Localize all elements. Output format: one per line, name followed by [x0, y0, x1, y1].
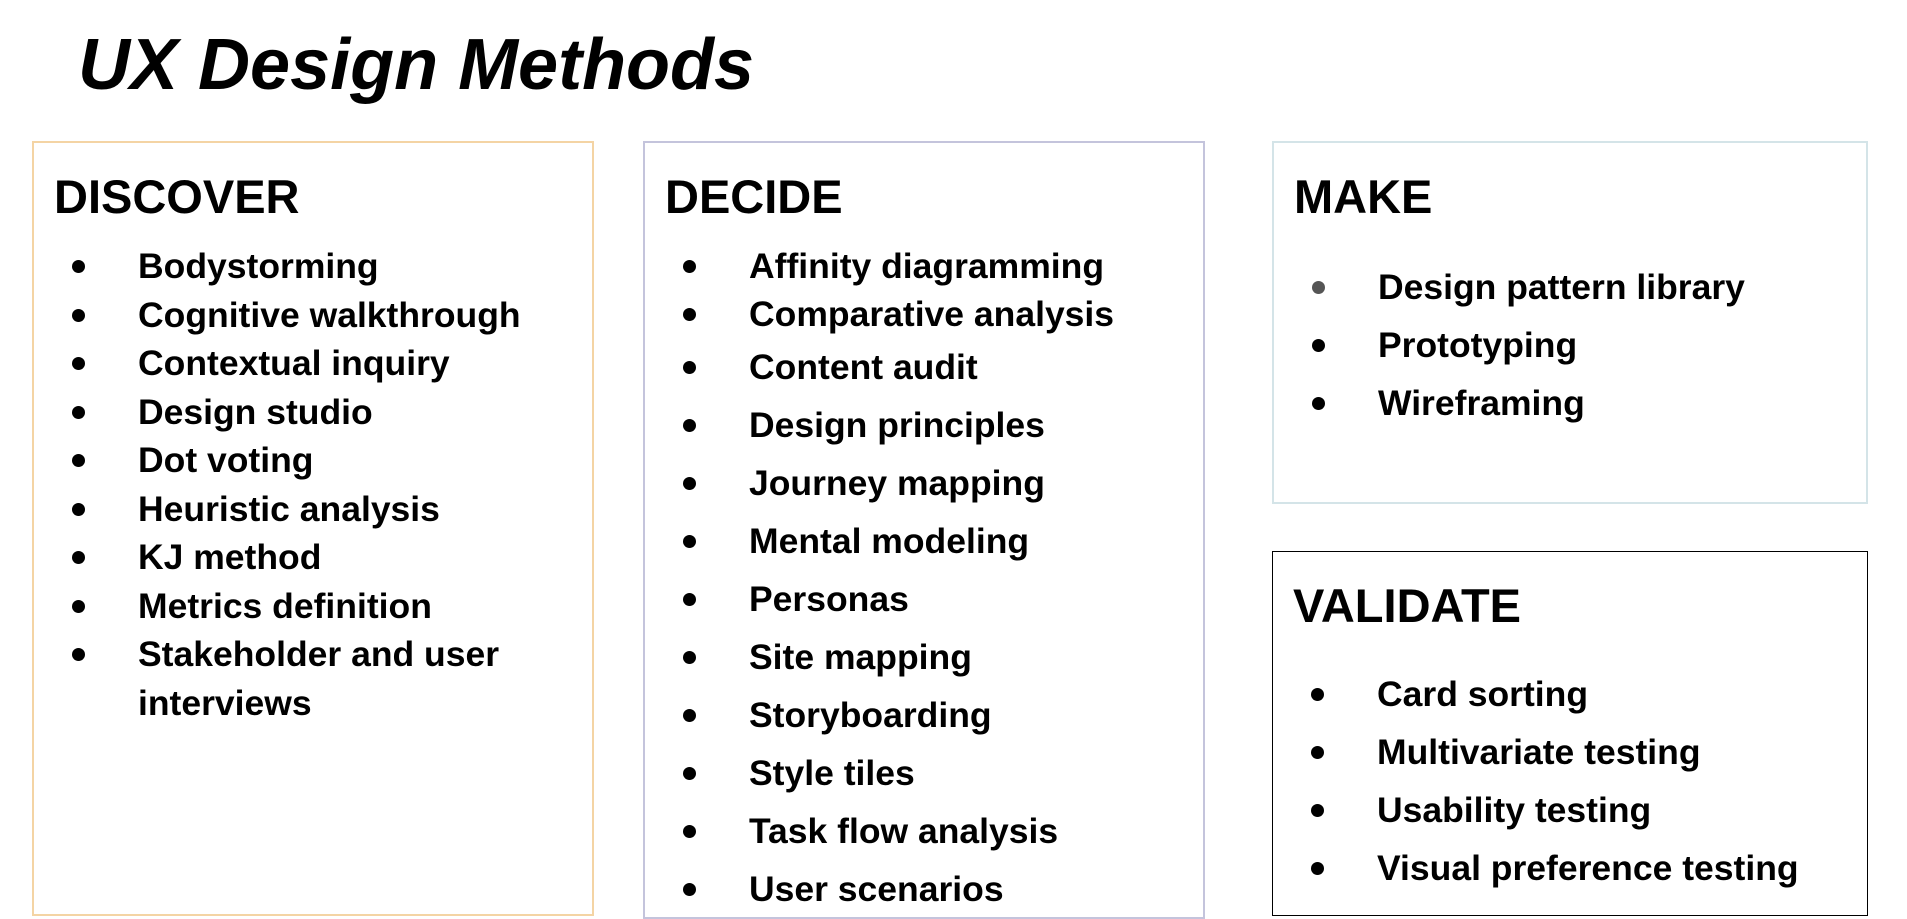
bullet-icon	[683, 308, 696, 321]
decide-method-list: Affinity diagramming Comparative analysi…	[645, 242, 1203, 918]
discover-card: DISCOVER Bodystorming Cognitive walkthro…	[32, 141, 594, 916]
bullet-icon	[1312, 281, 1325, 294]
bullet-icon	[1312, 339, 1325, 352]
validate-heading: VALIDATE	[1293, 579, 1522, 632]
method-label: Multivariate testing	[1377, 732, 1701, 772]
method-label: Style tiles	[749, 753, 915, 793]
list-item: Affinity diagramming	[645, 242, 1203, 290]
bullet-icon	[683, 361, 696, 374]
method-label: Bodystorming	[138, 246, 379, 286]
method-label: Cognitive walkthrough	[138, 294, 521, 335]
discover-method-list: Bodystorming Cognitive walkthrough Conte…	[34, 242, 592, 727]
bullet-icon	[72, 551, 85, 565]
method-label: Usability testing	[1377, 790, 1652, 830]
bullet-icon	[72, 454, 85, 468]
make-method-list: Design pattern library Prototyping Wiref…	[1274, 258, 1866, 432]
method-label: Affinity diagramming	[749, 246, 1105, 286]
list-item: Site mapping	[645, 628, 1203, 686]
make-card: MAKE Design pattern library Prototyping …	[1272, 141, 1868, 504]
bullet-icon	[72, 260, 85, 274]
list-item: Journey mapping	[645, 454, 1203, 512]
bullet-icon	[1311, 746, 1324, 759]
list-item: Stakeholder and user interviews	[34, 630, 592, 727]
bullet-icon	[1311, 688, 1324, 701]
bullet-icon	[72, 502, 85, 516]
method-label: Visual preference testing	[1377, 848, 1799, 888]
method-label: Design pattern library	[1378, 267, 1745, 307]
bullet-icon	[72, 357, 85, 371]
bullet-icon	[683, 651, 696, 664]
method-label: Journey mapping	[749, 463, 1045, 503]
method-label: Card sorting	[1377, 674, 1589, 714]
list-item: User scenarios	[645, 860, 1203, 918]
method-label: Task flow analysis	[749, 811, 1059, 851]
list-item: Wireframing	[1274, 374, 1866, 432]
bullet-icon	[683, 767, 696, 780]
method-label: Design principles	[749, 405, 1045, 445]
list-item: Metrics definition	[34, 582, 592, 631]
discover-heading: DISCOVER	[54, 170, 300, 223]
validate-card: VALIDATE Card sorting Multivariate testi…	[1272, 551, 1868, 916]
list-item: Card sorting	[1273, 665, 1867, 723]
bullet-icon	[1311, 804, 1324, 817]
bullet-icon	[1311, 862, 1324, 875]
page-title: UX Design Methods	[78, 25, 755, 105]
method-label: Design studio	[138, 391, 373, 432]
bullet-icon	[72, 648, 85, 661]
list-item: KJ method	[34, 533, 592, 582]
list-item: Design principles	[645, 396, 1203, 454]
list-item: Storyboarding	[645, 686, 1203, 744]
list-item: Contextual inquiry	[34, 339, 592, 388]
method-label: KJ method	[138, 537, 322, 577]
method-label: Prototyping	[1378, 325, 1578, 365]
list-item: Task flow analysis	[645, 802, 1203, 860]
method-label: Storyboarding	[749, 695, 992, 735]
bullet-icon	[683, 260, 696, 273]
bullet-icon	[683, 477, 696, 490]
bullet-icon	[1312, 397, 1325, 410]
method-label: User scenarios	[749, 869, 1004, 909]
decide-card: DECIDE Affinity diagramming Comparative …	[643, 141, 1205, 919]
list-item: Usability testing	[1273, 781, 1867, 839]
method-label: Content audit	[749, 347, 978, 387]
bullet-icon	[72, 599, 85, 613]
list-item: Multivariate testing	[1273, 723, 1867, 781]
list-item: Prototyping	[1274, 316, 1866, 374]
bullet-icon	[683, 419, 696, 432]
list-item: Bodystorming	[34, 242, 592, 291]
bullet-icon	[683, 593, 696, 606]
bullet-icon	[683, 883, 696, 896]
list-item: Comparative analysis	[645, 290, 1203, 338]
list-item: Style tiles	[645, 744, 1203, 802]
bullet-icon	[683, 709, 696, 722]
make-heading: MAKE	[1294, 170, 1433, 223]
list-item: Heuristic analysis	[34, 485, 592, 534]
decide-heading: DECIDE	[665, 170, 843, 223]
method-label: Wireframing	[1378, 383, 1585, 423]
method-label: Stakeholder and user interviews	[138, 634, 500, 723]
list-item: Visual preference testing	[1273, 839, 1867, 897]
validate-method-list: Card sorting Multivariate testing Usabil…	[1273, 665, 1867, 897]
method-label: Dot voting	[138, 440, 314, 480]
bullet-icon	[683, 535, 696, 548]
list-item: Content audit	[645, 338, 1203, 396]
list-item: Mental modeling	[645, 512, 1203, 570]
bullet-icon	[72, 405, 85, 419]
method-label: Personas	[749, 579, 909, 619]
method-label: Metrics definition	[138, 585, 432, 626]
method-label: Mental modeling	[749, 521, 1030, 561]
list-item: Design pattern library	[1274, 258, 1866, 316]
list-item: Cognitive walkthrough	[34, 291, 592, 340]
method-label: Heuristic analysis	[138, 488, 440, 529]
list-item: Design studio	[34, 388, 592, 437]
list-item: Dot voting	[34, 436, 592, 485]
method-label: Contextual inquiry	[138, 343, 450, 383]
method-label: Comparative analysis	[749, 294, 1115, 334]
bullet-icon	[683, 825, 696, 838]
method-label: Site mapping	[749, 637, 972, 677]
bullet-icon	[72, 308, 85, 322]
list-item: Personas	[645, 570, 1203, 628]
